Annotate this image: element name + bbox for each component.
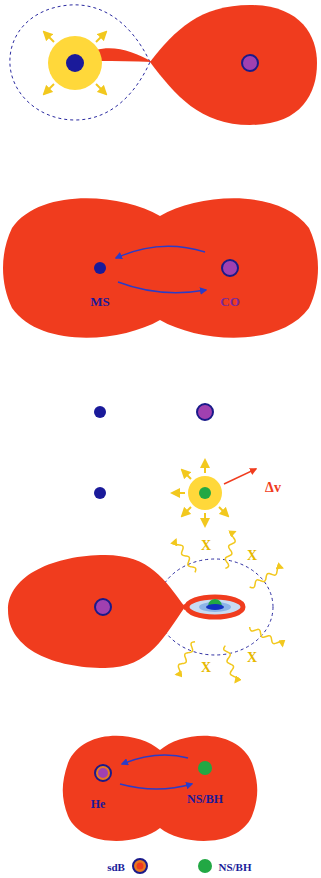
roche-lobe xyxy=(10,5,150,120)
x-ray-label: X xyxy=(201,539,211,553)
giant-envelope xyxy=(150,5,317,125)
disk-center xyxy=(206,604,224,610)
stage-five xyxy=(8,532,283,683)
x-ray-arrows xyxy=(175,532,282,683)
common-envelope xyxy=(62,728,258,848)
x-ray-label: X xyxy=(247,651,257,665)
main-sequence-star xyxy=(48,36,102,90)
ms-star xyxy=(94,487,106,499)
remnant xyxy=(199,487,211,499)
supernova xyxy=(188,476,222,510)
donor-core xyxy=(95,599,111,615)
mass-stream xyxy=(96,48,152,62)
co-core xyxy=(197,404,213,420)
component-label: NS/BH xyxy=(187,793,223,805)
x-ray-arrow xyxy=(250,567,283,588)
sdb-symbol xyxy=(133,859,147,873)
kick-label: Δv xyxy=(265,481,281,495)
supernova-arrows xyxy=(172,460,228,526)
envelope-node: He NS/BH xyxy=(62,728,258,848)
x-ray-arrow xyxy=(225,532,235,569)
x-ray-label: X xyxy=(247,549,257,563)
legend-text: sdB xyxy=(107,862,125,873)
stage-three xyxy=(94,404,213,420)
ms-star xyxy=(94,406,106,418)
component-label: CO xyxy=(220,295,240,308)
legend-swatch xyxy=(198,859,212,873)
component-label: MS xyxy=(90,295,110,308)
x-ray-arrow xyxy=(175,539,196,572)
common-envelope xyxy=(0,188,321,348)
kick-arrow xyxy=(224,469,256,484)
stage-one xyxy=(10,5,317,125)
x-ray-arrow xyxy=(176,642,195,675)
legend-text: NS/BH xyxy=(218,862,251,873)
stage-four xyxy=(94,460,256,526)
x-ray-arrow xyxy=(224,646,237,683)
giant-core xyxy=(242,55,258,71)
envelope-node: MS CO xyxy=(0,188,321,348)
star-core xyxy=(66,54,84,72)
accretion-disk xyxy=(187,597,243,617)
component-label: He xyxy=(91,798,106,810)
x-ray-label: X xyxy=(201,661,211,675)
radiation-arrows xyxy=(44,32,106,94)
x-ray-arrow xyxy=(250,627,283,646)
donor-envelope xyxy=(8,555,185,668)
